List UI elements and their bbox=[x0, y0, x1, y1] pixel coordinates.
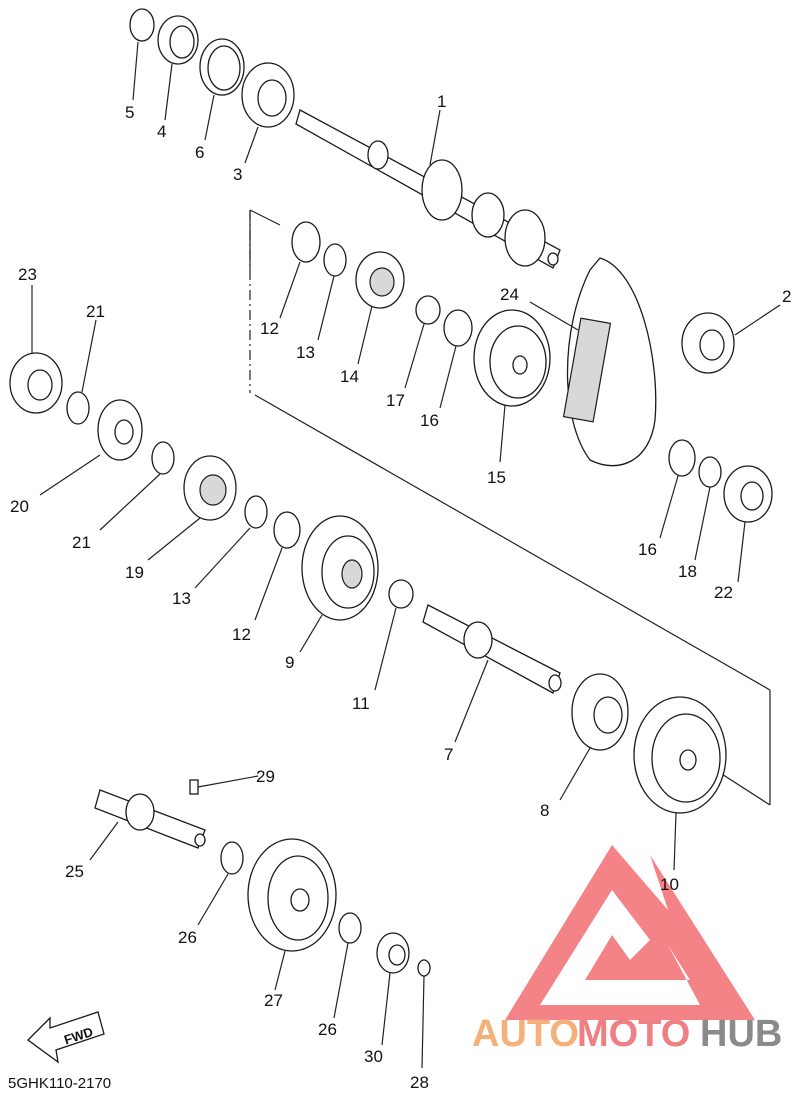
part-13-circlip-lower bbox=[244, 495, 268, 529]
label-16-upper: 16 bbox=[420, 411, 439, 430]
part-labels: 5 4 6 3 1 2 24 12 13 14 17 16 15 16 18 2… bbox=[10, 92, 791, 1092]
part-17-collar bbox=[415, 295, 441, 325]
label-21-upper: 21 bbox=[86, 302, 105, 321]
label-8: 8 bbox=[540, 801, 549, 820]
label-12-upper: 12 bbox=[260, 319, 279, 338]
part-3-bearing bbox=[241, 62, 295, 128]
automotohub-watermark: AUTO MOTO HUB bbox=[472, 1013, 782, 1055]
label-15: 15 bbox=[487, 468, 506, 487]
label-24: 24 bbox=[500, 285, 519, 304]
label-5: 5 bbox=[125, 103, 134, 122]
part-16-washer-upper bbox=[443, 309, 473, 347]
part-6-ring bbox=[199, 38, 245, 96]
label-25: 25 bbox=[65, 862, 84, 881]
part-1-main-shaft bbox=[295, 109, 561, 269]
label-7: 7 bbox=[444, 745, 453, 764]
label-28: 29 bbox=[256, 767, 275, 786]
part-8-gear bbox=[571, 673, 629, 751]
label-30: 30 bbox=[364, 1047, 383, 1066]
label-12-lower: 12 bbox=[232, 625, 251, 644]
part-25-output-shaft bbox=[94, 789, 206, 849]
diagram-code: 5GHK110-2170 bbox=[8, 1075, 111, 1092]
label-3: 3 bbox=[233, 165, 242, 184]
part-24-chain bbox=[562, 257, 657, 467]
label-29: 28 bbox=[410, 1073, 429, 1092]
part-26-circlip-upper bbox=[220, 841, 244, 875]
part-27-gear bbox=[247, 838, 337, 952]
automotohub-logo-icon bbox=[505, 845, 755, 1020]
part-23-bearing bbox=[9, 352, 63, 414]
part-7-drive-shaft bbox=[422, 604, 562, 694]
label-13-lower: 13 bbox=[172, 589, 191, 608]
part-28-pin bbox=[189, 779, 199, 795]
label-26-lower: 26 bbox=[318, 1020, 337, 1039]
part-18-circlip bbox=[698, 456, 722, 488]
label-4: 4 bbox=[157, 122, 166, 141]
part-10-gear bbox=[633, 696, 727, 814]
part-29-ring bbox=[417, 959, 431, 977]
label-26-upper: 26 bbox=[178, 928, 197, 947]
label-23: 23 bbox=[18, 265, 37, 284]
watermark-moto: MOTO bbox=[577, 1013, 690, 1055]
label-20: 20 bbox=[10, 497, 29, 516]
leader-lines bbox=[31, 41, 781, 1069]
part-20-sprocket bbox=[97, 399, 143, 461]
part-12-washer-upper bbox=[291, 221, 321, 263]
part-2-bearing bbox=[681, 312, 735, 374]
label-1: 1 bbox=[437, 92, 446, 111]
part-12-washer-lower bbox=[273, 511, 301, 549]
label-19: 19 bbox=[125, 563, 144, 582]
part-9-gear bbox=[301, 515, 379, 621]
part-19-dog-clutch bbox=[183, 455, 237, 521]
label-21-lower: 21 bbox=[72, 533, 91, 552]
part-16-washer-lower bbox=[668, 439, 696, 477]
part-21-circlip-upper bbox=[66, 391, 90, 425]
label-17: 17 bbox=[386, 391, 405, 410]
part-22-bearing bbox=[723, 465, 773, 523]
part-15-gear bbox=[473, 309, 551, 407]
part-4-seal bbox=[157, 15, 199, 65]
part-21-circlip-lower bbox=[151, 441, 175, 475]
part-26-circlip-lower bbox=[338, 912, 362, 944]
part-5-oring bbox=[129, 8, 155, 42]
label-16-lower: 16 bbox=[638, 540, 657, 559]
part-14-dog-clutch bbox=[355, 251, 405, 309]
label-10: 10 bbox=[660, 875, 679, 894]
watermark-auto: AUTO bbox=[472, 1013, 579, 1055]
label-27: 27 bbox=[264, 991, 283, 1010]
watermark-hub: HUB bbox=[700, 1013, 782, 1055]
label-18: 18 bbox=[678, 562, 697, 581]
label-9: 9 bbox=[285, 653, 294, 672]
label-13-upper: 13 bbox=[296, 343, 315, 362]
part-30-bearing bbox=[376, 932, 410, 974]
part-11-collar bbox=[388, 579, 414, 609]
label-22: 22 bbox=[714, 583, 733, 602]
label-2: 2 bbox=[782, 287, 791, 306]
label-11: 11 bbox=[352, 694, 370, 713]
label-14: 14 bbox=[340, 367, 359, 386]
forward-arrow-icon bbox=[27, 1011, 105, 1064]
part-13-circlip-upper bbox=[323, 243, 347, 277]
label-6: 6 bbox=[195, 143, 204, 162]
